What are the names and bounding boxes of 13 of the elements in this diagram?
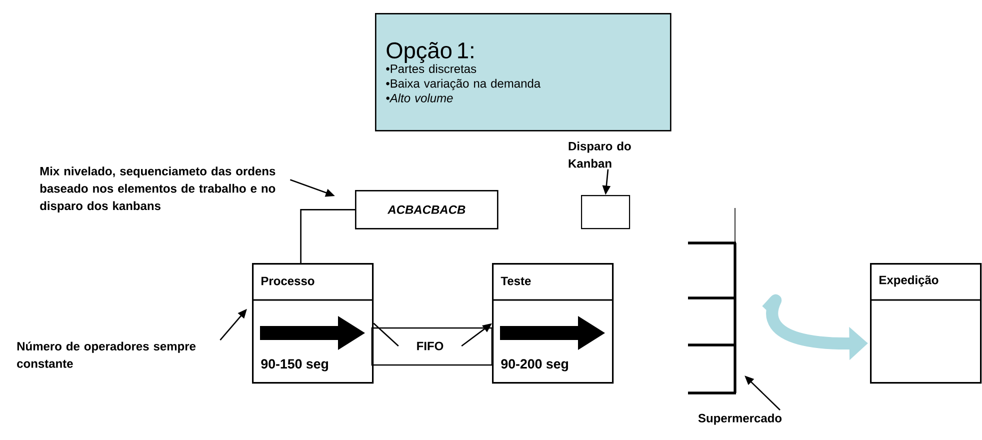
annotation-text: Disparo do Kanban bbox=[568, 142, 631, 168]
info-box: Opção 1: •Partes discretas •Baixa variação na demanda •Alto volume bbox=[375, 13, 672, 132]
connector-line bbox=[300, 209, 355, 263]
annotation-text: Mix nivelado, sequenciameto das ordens baseado nos elementos de trabalho e no disparo dos kanbans bbox=[40, 166, 276, 212]
shipping-box: Expedição bbox=[870, 263, 982, 384]
annotation-text: Supermercado bbox=[698, 414, 782, 425]
kanban-post-box bbox=[581, 195, 630, 230]
annotation-text: Número de operadores sempre constante bbox=[17, 342, 196, 368]
process-box: Teste 90-200 seg bbox=[492, 263, 614, 384]
annotation-text: FIFO bbox=[417, 342, 444, 350]
supermarket-drawing bbox=[688, 208, 736, 394]
sequence-box: ACBACBACB bbox=[355, 190, 498, 230]
process-box: Processo 90-150 seg bbox=[252, 263, 374, 384]
